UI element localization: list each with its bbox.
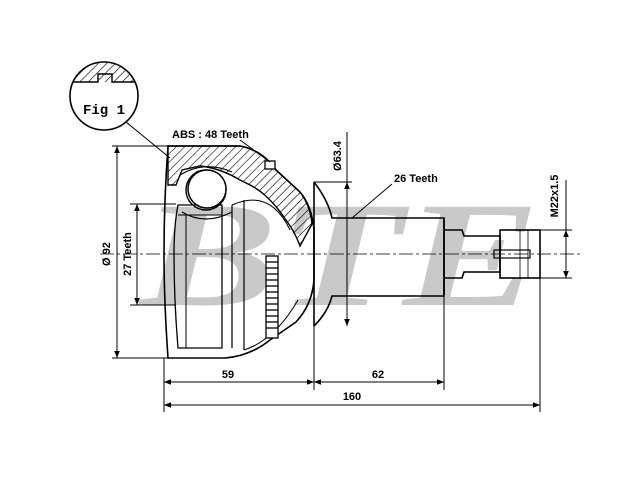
seal-diameter-label: Ø63.4 [332,140,344,171]
shaft-length-label: 62 [372,369,384,381]
fig1-label: Fig 1 [83,103,125,119]
outer-diameter-label: Ø 92 [101,242,113,266]
stub-shaft [313,181,541,327]
total-length-label: 160 [343,391,361,403]
bell-length-label: 59 [222,369,234,381]
inner-teeth-label: 27 Teeth [122,232,134,276]
abs-teeth-label: ABS : 48 Teeth [172,129,249,141]
thread-label: M22x1.5 [549,175,561,218]
fig1-callout: Fig 1 [69,61,171,159]
shaft-teeth-label: 26 Teeth [394,173,438,185]
ball [187,169,227,209]
abs-ring [265,255,279,339]
dimension-lines [112,132,572,412]
abs-tooth-marker [264,160,276,170]
